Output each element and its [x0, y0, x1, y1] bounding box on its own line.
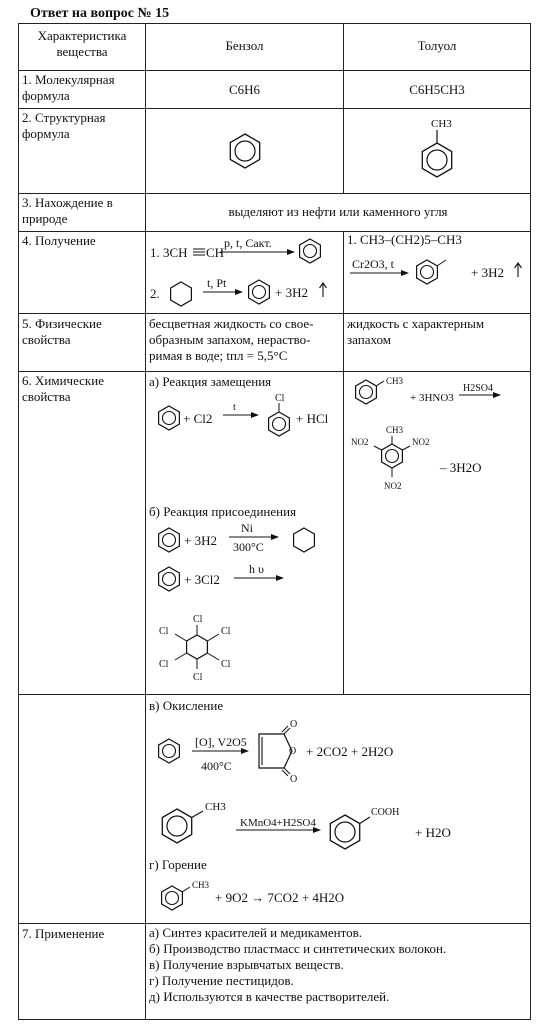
svg-text:Cl: Cl	[159, 659, 169, 670]
svg-text:2.: 2.	[150, 286, 160, 301]
svg-text:+ 3H2: + 3H2	[471, 265, 504, 280]
svg-text:– 3H2O: – 3H2O	[439, 460, 482, 475]
svg-text:NO2: NO2	[412, 437, 430, 447]
header-toluene: Толуол	[417, 38, 457, 53]
svg-text:+ 3HNO3: + 3HNO3	[410, 392, 454, 404]
svg-text:COOH: COOH	[371, 807, 399, 818]
list-item: б) Производство пластмасс и синтетически…	[149, 941, 447, 956]
svg-text:[O], V2O5: [O], V2O5	[195, 735, 247, 749]
header-benzene: Бензол	[225, 38, 264, 53]
svg-text:+ HCl: + HCl	[296, 411, 329, 426]
toluene-molecular-formula: C6H5CH3	[409, 82, 465, 97]
list-item: д) Используются в качестве растворителей…	[149, 989, 390, 1004]
row-label-physical: 5. Физические свойства	[22, 316, 102, 347]
toluene-ch3-label: CH3	[431, 118, 452, 130]
svg-text:в) Окисление: в) Окисление	[149, 698, 223, 713]
svg-text:h υ: h υ	[249, 562, 264, 576]
svg-text:t: t	[233, 402, 236, 413]
benzene-structure-icon	[229, 133, 261, 169]
list-item: в) Получение взрывчатых веществ.	[149, 957, 344, 972]
page-title: Ответ на вопрос № 15	[30, 6, 170, 21]
hexachlorocyclohexane-icon: Cl Cl Cl Cl Cl Cl	[159, 614, 231, 683]
svg-text:+ H2O: + H2O	[415, 825, 451, 840]
list-item: а) Синтез красителей и медикаментов.	[149, 925, 363, 940]
svg-text:+ 9O2 → 7CO2 + 4H2O: + 9O2 → 7CO2 + 4H2O	[215, 890, 344, 905]
svg-text:O: O	[290, 774, 297, 785]
svg-text:O: O	[290, 719, 297, 730]
svg-text:400°C: 400°C	[201, 759, 232, 773]
row-label-application: 7. Применение	[22, 926, 105, 941]
svg-text:CH3: CH3	[205, 801, 226, 813]
svg-text:Cr2O3, t: Cr2O3, t	[352, 257, 395, 271]
svg-text:Ni: Ni	[241, 521, 254, 535]
svg-text:NO2: NO2	[384, 481, 402, 491]
svg-text:CH3: CH3	[192, 880, 210, 890]
svg-text:CH: CH	[206, 245, 224, 260]
svg-text:KMnO4+H2SO4: KMnO4+H2SO4	[240, 817, 316, 829]
application-list: а) Синтез красителей и медикаментов. б) …	[149, 925, 446, 1005]
svg-text:1. CH3–(CH2)5–CH3: 1. CH3–(CH2)5–CH3	[347, 232, 462, 247]
svg-text:+ 3H2: + 3H2	[184, 533, 217, 548]
svg-text:Cl: Cl	[221, 659, 231, 670]
svg-text:Cl: Cl	[193, 672, 203, 683]
svg-text:1. 3CH: 1. 3CH	[150, 245, 188, 260]
svg-text:NO2: NO2	[351, 437, 369, 447]
benzene-molecular-formula: C6H6	[228, 82, 261, 97]
svg-text:+ 3Cl2: + 3Cl2	[184, 572, 220, 587]
svg-text:Cl: Cl	[193, 614, 203, 625]
svg-text:+ Cl2: + Cl2	[183, 411, 212, 426]
row-label-chemical: 6. Химические свойства	[22, 373, 104, 404]
svg-text:p, t, Cакт.: p, t, Cакт.	[224, 236, 272, 250]
row-label-production: 4. Получение	[22, 233, 96, 248]
svg-text:+ 2CO2 + 2H2O: + 2CO2 + 2H2O	[306, 744, 393, 759]
svg-text:300°C: 300°C	[233, 540, 264, 554]
svg-text:+ 3H2: + 3H2	[275, 285, 308, 300]
svg-text:Cl: Cl	[159, 626, 169, 637]
benzene-physical-properties: бесцветная жидкость со свое- образным за…	[149, 316, 314, 363]
svg-text:CH3: CH3	[386, 425, 404, 435]
svg-text:t, Pt: t, Pt	[207, 276, 227, 290]
toluene-physical-properties: жидкость с характерным запахом	[347, 316, 485, 347]
svg-text:O: O	[289, 746, 296, 757]
row-label-molecular: 1. Молекулярная формула	[22, 72, 115, 103]
svg-text:CH3: CH3	[386, 376, 404, 386]
toluene-structure-icon: CH3	[421, 118, 453, 178]
svg-text:а) Реакция замещения: а) Реакция замещения	[149, 374, 271, 389]
svg-text:Cl: Cl	[221, 626, 231, 637]
occurrence-text: выделяют из нефти или каменного угля	[228, 204, 448, 219]
svg-text:Cl: Cl	[275, 393, 285, 404]
header-characteristic: Характеристика вещества	[37, 28, 127, 59]
svg-text:б) Реакция присоединения: б) Реакция присоединения	[149, 504, 296, 519]
trinitrotoluene-icon: CH3 NO2 NO2 NO2	[351, 425, 430, 491]
list-item: г) Получение пестицидов.	[149, 973, 294, 988]
svg-text:г) Горение: г) Горение	[149, 857, 207, 872]
svg-text:H2SO4: H2SO4	[463, 383, 493, 394]
row-label-structural: 2. Структурная формула	[22, 110, 106, 141]
maleic-anhydride-icon: O O O	[258, 719, 297, 785]
row-label-occurrence: 3. Нахождение в природе	[22, 195, 113, 226]
